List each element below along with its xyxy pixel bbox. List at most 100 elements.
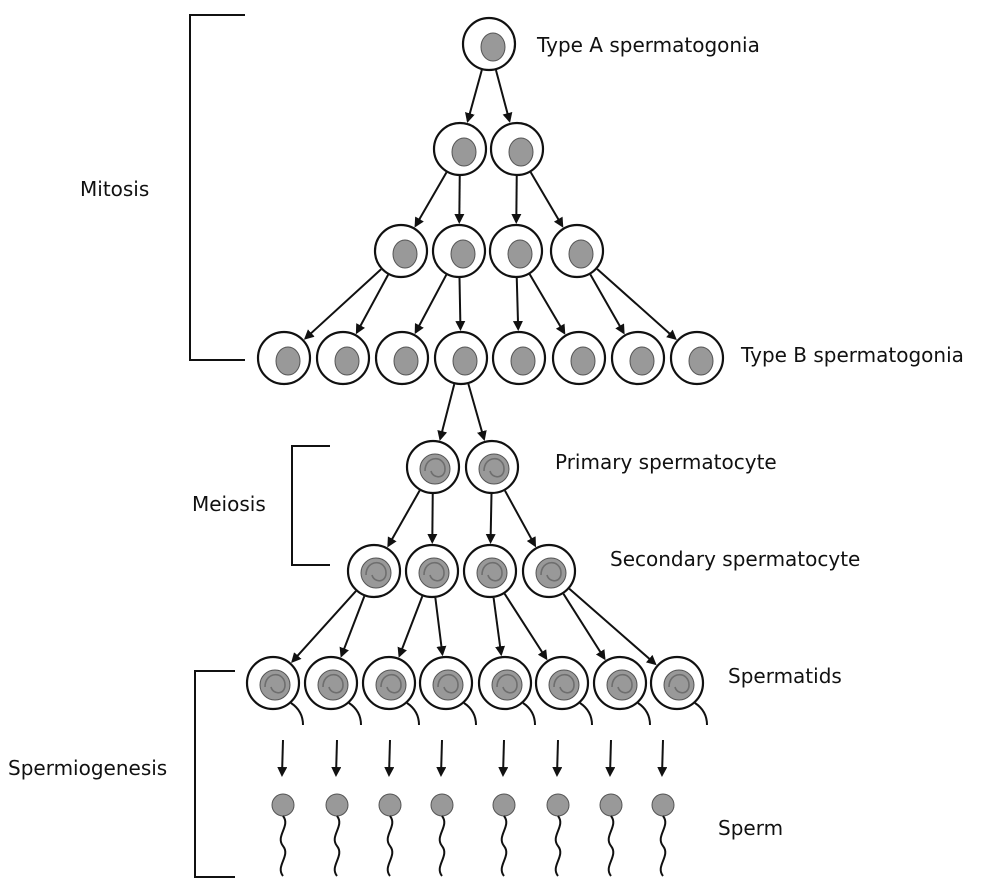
- sperm-head: [379, 794, 401, 816]
- mitosis3-arrow-1-0: [416, 275, 447, 333]
- label-type-b: Type B spermatogonia: [740, 343, 964, 367]
- primary-spermatocyte-cell: [466, 441, 518, 493]
- mitosis3-arrow-0-1: [357, 275, 388, 333]
- spermatogonium-gen2-cell: [433, 225, 485, 277]
- mitosis2-arrow-0-0: [416, 172, 447, 226]
- sperm-tail: [609, 816, 614, 876]
- meiosis-bracket: [292, 446, 330, 565]
- sperm-cell: [379, 794, 401, 876]
- secondary-spermatocyte-cell: [406, 545, 458, 597]
- type-a-cell: [463, 18, 515, 70]
- spermiogenesis-bracket: [195, 671, 235, 877]
- secondary-spermatocyte-cell: [523, 545, 575, 597]
- type-b-cell: [612, 332, 664, 384]
- label-secondary-spermatocyte: Secondary spermatocyte: [610, 547, 860, 571]
- sperm-tail: [661, 816, 666, 876]
- type-a-cell-nucleus: [481, 33, 505, 61]
- sperm-cell: [652, 794, 674, 876]
- label-mitosis: Mitosis: [80, 177, 149, 201]
- mitosis3-arrow-3-1: [597, 269, 675, 339]
- type-b-cell-nucleus: [453, 347, 477, 375]
- spermiogenesis-arrow: [503, 740, 504, 775]
- meiosis1-arrow-1-1: [505, 491, 535, 546]
- spermiogenesis-arrow: [336, 740, 337, 775]
- spermiogenesis-arrow: [441, 740, 442, 775]
- spermatid-cell-tail: [695, 703, 707, 725]
- spermatid-cell: [594, 657, 650, 725]
- spermatid-cell-tail: [464, 703, 476, 725]
- spermatid-cell: [536, 657, 592, 725]
- sperm-tail: [335, 816, 340, 876]
- type-b-cell-nucleus: [571, 347, 595, 375]
- sperm-cell: [547, 794, 569, 876]
- typeb-to-primary-arrow-1: [468, 384, 484, 439]
- sperm-head: [272, 794, 294, 816]
- sperm-head: [493, 794, 515, 816]
- type-b-cell: [553, 332, 605, 384]
- spermatid-cell-tail: [349, 703, 361, 725]
- sperm-tail: [440, 816, 445, 876]
- spermatogonium-gen1-cell-nucleus: [452, 138, 476, 166]
- spermatogonium-gen2-cell: [375, 225, 427, 277]
- label-sperm: Sperm: [718, 816, 783, 840]
- spermatogonium-gen1-cell: [434, 123, 486, 175]
- spermatid-cell-tail: [291, 703, 303, 725]
- sperm-tail: [388, 816, 393, 876]
- type-b-cell: [376, 332, 428, 384]
- spermatogonium-gen1-cell: [491, 123, 543, 175]
- sperm-cell: [493, 794, 515, 876]
- mitosis3-arrow-2-0: [517, 278, 518, 329]
- spermatid-cell-tail: [638, 703, 650, 725]
- meiosis2-arrow-1-1: [435, 598, 442, 654]
- sperm-head: [431, 794, 453, 816]
- typeb-to-primary-arrow-0: [440, 384, 454, 439]
- mitosis1-arrow-0-0: [468, 70, 482, 121]
- spermiogenesis-arrow: [662, 740, 663, 775]
- mitosis2-arrow-1-1: [531, 172, 563, 226]
- secondary-spermatocyte-cell: [464, 545, 516, 597]
- secondary-spermatocyte-cell: [348, 545, 400, 597]
- label-type-a: Type A spermatogonia: [536, 33, 760, 57]
- spermatid-cell: [305, 657, 361, 725]
- spermatid-cell: [479, 657, 535, 725]
- type-b-cell: [435, 332, 487, 384]
- meiosis1-arrow-0-0: [388, 490, 419, 545]
- label-primary-spermatocyte: Primary spermatocyte: [555, 450, 777, 474]
- type-b-cell: [671, 332, 723, 384]
- type-b-cell-nucleus: [511, 347, 535, 375]
- spermiogenesis-arrow: [610, 740, 611, 775]
- sperm-cell: [431, 794, 453, 876]
- spermatid-cell-tail: [523, 703, 535, 725]
- spermatogonium-gen2-cell-nucleus: [393, 240, 417, 268]
- spermatid-cell: [363, 657, 419, 725]
- type-b-cell-nucleus: [630, 347, 654, 375]
- spermatogonium-gen2-cell-nucleus: [508, 240, 532, 268]
- sperm-cell: [326, 794, 348, 876]
- spermatid-cell-tail: [407, 703, 419, 725]
- type-b-cell-nucleus: [276, 347, 300, 375]
- type-b-cell: [258, 332, 310, 384]
- type-b-cell: [493, 332, 545, 384]
- mitosis3-arrow-3-0: [590, 274, 623, 332]
- sperm-head: [326, 794, 348, 816]
- spermatogonium-gen2-cell: [551, 225, 603, 277]
- spermatid-cell-tail: [580, 703, 592, 725]
- meiosis2-arrow-1-0: [399, 596, 422, 656]
- sperm-tail: [281, 816, 286, 876]
- primary-spermatocyte-cell: [407, 441, 459, 493]
- label-spermatids: Spermatids: [728, 664, 842, 688]
- mitosis1-arrow-0-1: [496, 70, 510, 121]
- meiosis2-arrow-2-1: [505, 594, 547, 659]
- spermatogonium-gen2-cell-nucleus: [569, 240, 593, 268]
- sperm-head: [600, 794, 622, 816]
- mitosis3-arrow-0-0: [305, 269, 381, 338]
- meiosis2-arrow-0-0: [292, 591, 355, 661]
- spermatid-cell: [247, 657, 303, 725]
- spermatid-cell: [420, 657, 476, 725]
- type-b-cell: [317, 332, 369, 384]
- sperm-cell: [272, 794, 294, 876]
- meiosis2-arrow-2-0: [494, 598, 502, 654]
- sperm-layer: [272, 794, 674, 876]
- meiosis2-arrow-0-1: [341, 596, 364, 656]
